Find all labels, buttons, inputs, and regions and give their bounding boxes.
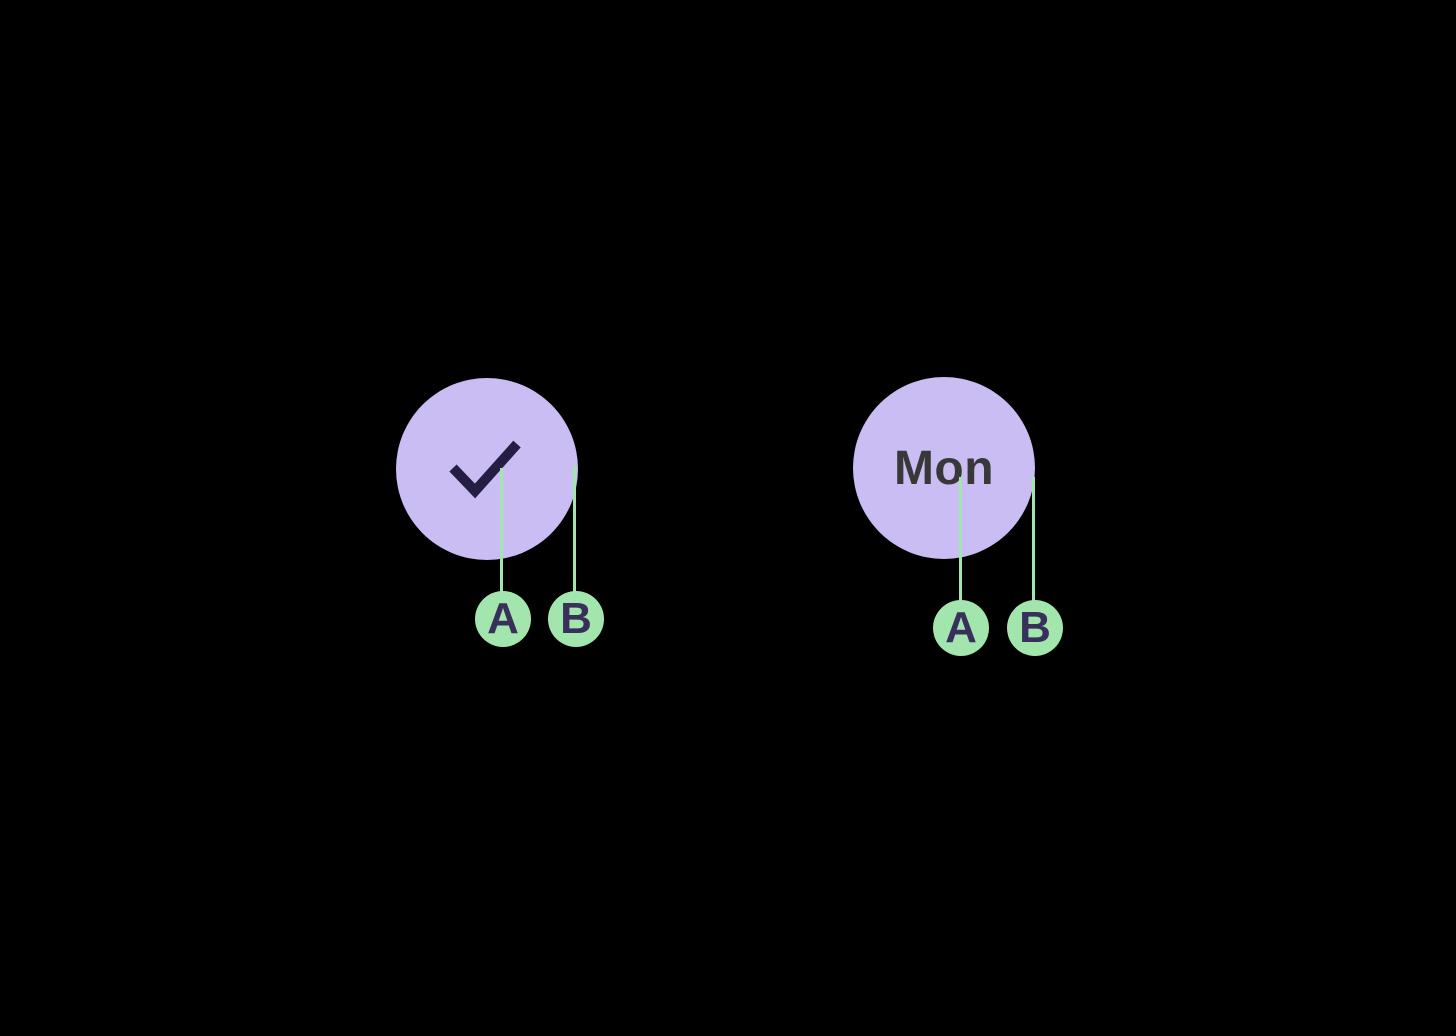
connector-line-b <box>1032 477 1035 601</box>
checkmark-icon <box>449 440 521 499</box>
child-node-a[interactable]: A <box>933 600 989 656</box>
connector-line-a <box>959 477 962 601</box>
connector-line-b <box>573 466 576 592</box>
child-node-b[interactable]: B <box>1007 600 1063 656</box>
parent-node-label: Mon <box>893 441 995 495</box>
child-node-label: A <box>945 603 977 652</box>
parent-node-check[interactable] <box>396 378 578 560</box>
child-node-b[interactable]: B <box>548 591 604 647</box>
child-node-a[interactable]: A <box>475 591 531 647</box>
child-node-label: A <box>487 594 519 643</box>
connector-line-a <box>500 468 503 592</box>
child-node-label: B <box>560 594 592 643</box>
child-node-label: B <box>1019 603 1051 652</box>
parent-node-mon[interactable]: Mon <box>853 377 1035 559</box>
